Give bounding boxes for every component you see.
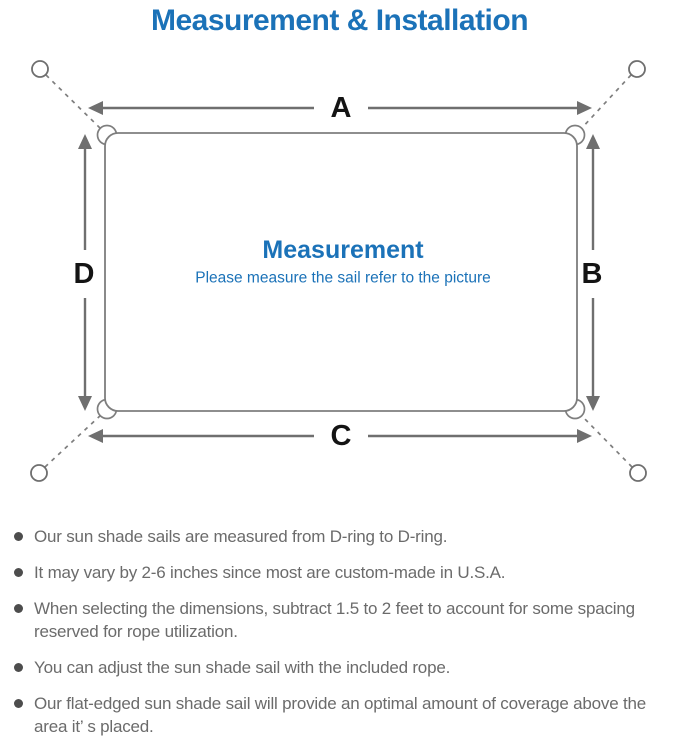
arrow-b-head-bottom-icon — [586, 396, 600, 411]
arrow-a-head-left-icon — [88, 101, 103, 115]
note-text: When selecting the dimensions, subtract … — [34, 599, 635, 641]
arrow-c-head-right-icon — [577, 429, 592, 443]
arrow-b — [586, 134, 600, 411]
notes-list: Our sun shade sails are measured from D-… — [0, 525, 679, 738]
arrow-b-head-top-icon — [586, 134, 600, 149]
bullet-dot-icon — [14, 568, 23, 577]
note-item: You can adjust the sun shade sail with t… — [14, 656, 671, 679]
arrow-a-head-right-icon — [577, 101, 592, 115]
rope-line-top-left — [45, 74, 103, 131]
label-b: B — [582, 258, 603, 290]
measurement-diagram: A C D B Measurement Please measure the s… — [0, 38, 679, 503]
center-subtitle: Please measure the sail refer to the pic… — [195, 270, 491, 287]
note-text: It may vary by 2-6 inches since most are… — [34, 563, 506, 582]
arrow-c — [88, 429, 592, 443]
center-heading: Measurement — [262, 236, 424, 264]
note-item: Our flat-edged sun shade sail will provi… — [14, 692, 671, 738]
label-c: C — [331, 420, 352, 452]
note-text: Our sun shade sails are measured from D-… — [34, 527, 448, 546]
note-item: When selecting the dimensions, subtract … — [14, 597, 671, 643]
label-a: A — [331, 92, 352, 124]
arrow-d — [78, 134, 92, 411]
sail-rectangle — [104, 132, 578, 412]
page-title: Measurement & Installation — [150, 4, 529, 37]
anchor-point-bottom-right-icon — [629, 464, 647, 482]
arrow-d-head-bottom-icon — [78, 396, 92, 411]
note-text: You can adjust the sun shade sail with t… — [34, 658, 451, 677]
bullet-dot-icon — [14, 604, 23, 613]
arrow-d-head-top-icon — [78, 134, 92, 149]
anchor-point-top-left-icon — [31, 60, 49, 78]
sail-diagram-svg: A C D B Measurement Please measure the s… — [30, 60, 647, 482]
arrow-a — [88, 101, 592, 115]
bullet-dot-icon — [14, 663, 23, 672]
anchor-point-top-right-icon — [628, 60, 646, 78]
anchor-points — [30, 60, 647, 482]
note-item: It may vary by 2-6 inches since most are… — [14, 561, 671, 584]
note-text: Our flat-edged sun shade sail will provi… — [34, 694, 647, 736]
bullet-dot-icon — [14, 532, 23, 541]
rope-line-bottom-left — [44, 413, 103, 468]
arrow-c-head-left-icon — [88, 429, 103, 443]
label-d: D — [74, 258, 95, 290]
bullet-dot-icon — [14, 699, 23, 708]
rope-dashed-lines — [44, 74, 633, 468]
rope-line-top-right — [579, 74, 632, 131]
anchor-point-bottom-left-icon — [30, 464, 48, 482]
rope-line-bottom-right — [579, 413, 633, 468]
note-item: Our sun shade sails are measured from D-… — [14, 525, 671, 548]
